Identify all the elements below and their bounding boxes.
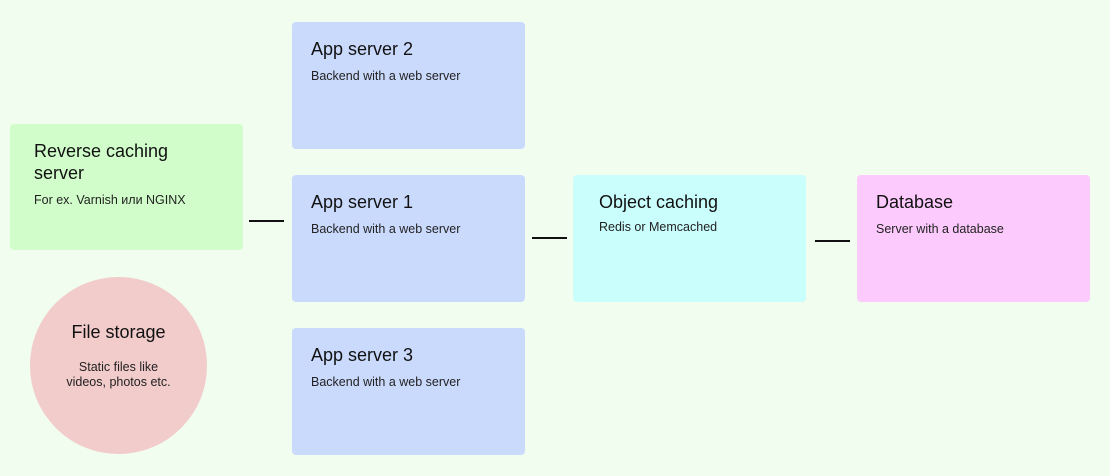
database-description: Server with a database	[876, 222, 1004, 236]
reverse-caching-server-description: For ex. Varnish или NGINX	[34, 193, 186, 207]
connector-app-server-1-to-object-caching	[532, 237, 567, 239]
app-server-2-description: Backend with a web server	[311, 69, 461, 83]
app-server-3-description: Backend with a web server	[311, 375, 461, 389]
app-server-2-node[interactable]: App server 2 Backend with a web server	[292, 22, 525, 149]
database-title: Database	[876, 192, 954, 212]
app-server-1-description: Backend with a web server	[311, 222, 461, 236]
object-caching-node[interactable]: Object caching Redis or Memcached	[573, 175, 806, 302]
app-server-2-title: App server 2	[311, 39, 414, 59]
app-server-3-node[interactable]: App server 3 Backend with a web server	[292, 328, 525, 455]
file-storage-title: File storage	[71, 322, 166, 342]
reverse-caching-server-title: Reverse caching server	[34, 141, 169, 183]
app-server-1-title: App server 1	[311, 192, 414, 212]
object-caching-description: Redis or Memcached	[599, 220, 718, 234]
object-caching-title: Object caching	[599, 192, 719, 212]
connector-object-caching-to-database	[815, 240, 850, 242]
app-server-3-title: App server 3	[311, 345, 414, 365]
connector-reverse-cache-to-app-server-1	[249, 220, 284, 222]
file-storage-description: Static files like videos, photos etc.	[66, 360, 171, 389]
app-server-1-node[interactable]: App server 1 Backend with a web server	[292, 175, 525, 302]
file-storage-node[interactable]: File storage Static files like videos, p…	[30, 277, 207, 454]
reverse-caching-server-node[interactable]: Reverse caching server For ex. Varnish и…	[10, 124, 243, 250]
database-node[interactable]: Database Server with a database	[857, 175, 1090, 302]
